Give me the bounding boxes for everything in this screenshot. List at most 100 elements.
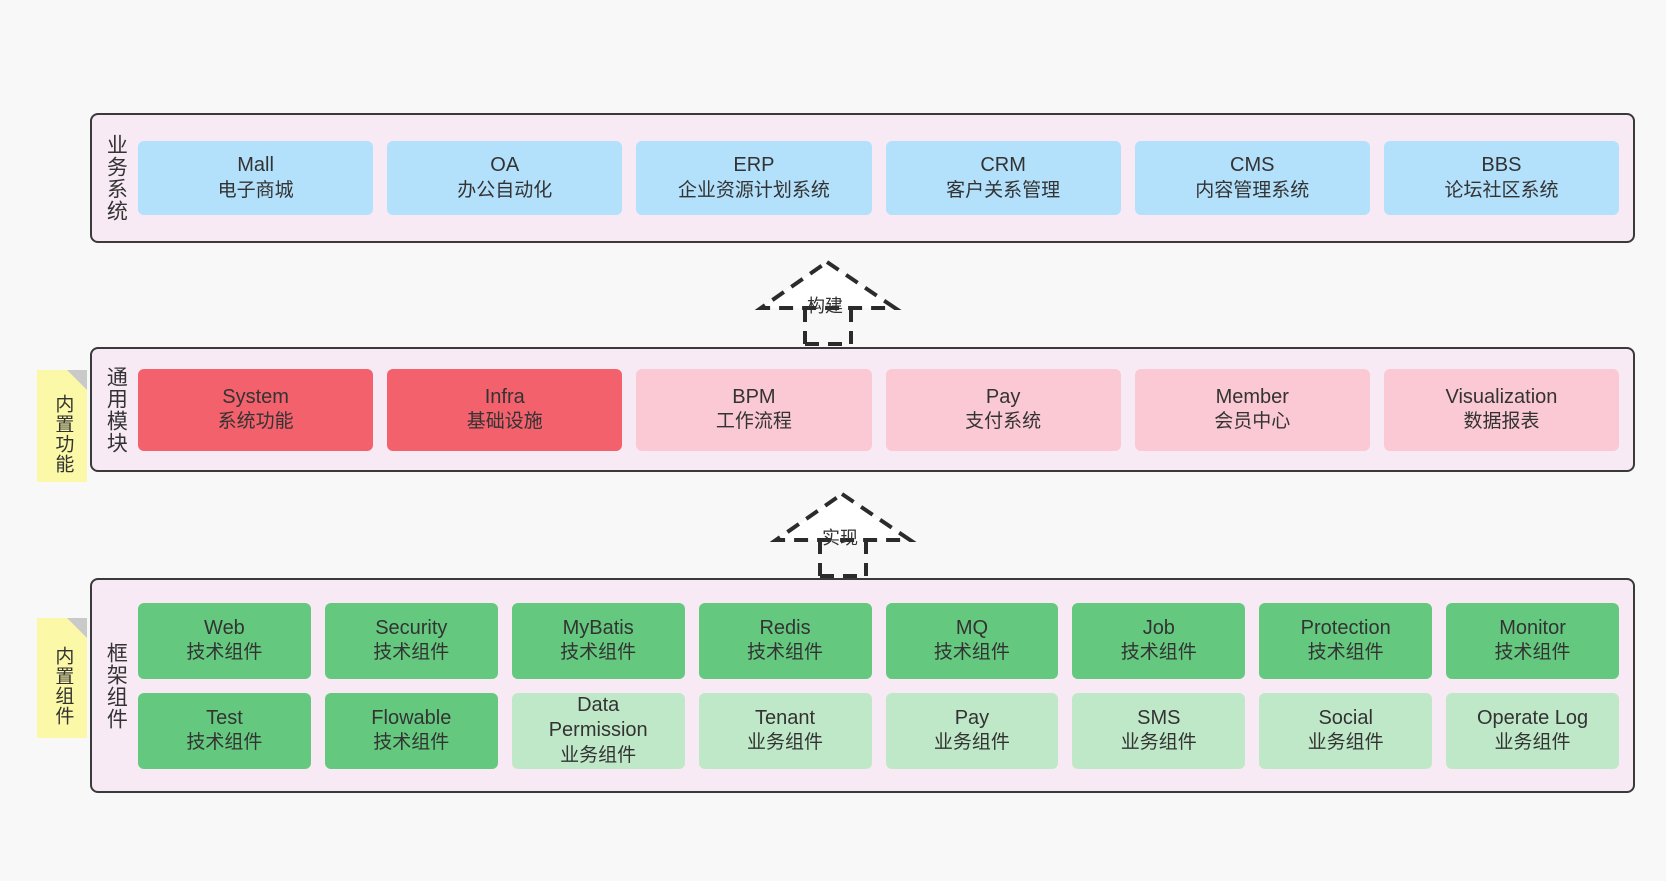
component-box-social[interactable]: Social 业务组件 — [1259, 692, 1433, 769]
component-box-test[interactable]: Test 技术组件 — [138, 692, 311, 769]
connector-build-arrow — [755, 259, 902, 346]
connector-implement: 实现 — [770, 490, 920, 578]
module-name: Visualization — [1445, 385, 1558, 408]
component-name: Pay — [954, 706, 990, 729]
component-name: MyBatis — [562, 616, 634, 639]
framework-row-technical: Web 技术组件 Security 技术组件 MyBatis 技术组件 Redi… — [138, 602, 1619, 679]
component-desc: 技术组件 — [373, 642, 450, 664]
module-name: System — [222, 385, 289, 408]
module-desc: 内容管理系统 — [1195, 179, 1310, 201]
module-desc: 论坛社区系统 — [1444, 179, 1559, 201]
module-box-visualization[interactable]: Visualization 数据报表 — [1383, 368, 1620, 451]
component-desc: 技术组件 — [1494, 642, 1571, 664]
layer-title-framework-components: 框架组件 — [104, 641, 128, 730]
module-box-oa[interactable]: OA 办公自动化 — [387, 141, 623, 215]
layer-title-common-modules: 通用模块 — [104, 365, 128, 454]
component-box-job[interactable]: Job 技术组件 — [1072, 602, 1246, 679]
layer-business-system: 业务系统 Mall 电子商城 OA 办公自动化 ERP 企业资源计划系统 CRM… — [90, 113, 1635, 243]
component-desc: 业务组件 — [747, 732, 824, 754]
component-desc: 业务组件 — [1494, 732, 1571, 754]
component-desc: 业务组件 — [933, 732, 1010, 754]
component-desc: 技术组件 — [933, 642, 1010, 664]
module-name: CRM — [980, 154, 1026, 177]
module-box-cms[interactable]: CMS 内容管理系统 — [1134, 141, 1370, 215]
module-desc: 工作流程 — [715, 411, 792, 433]
component-name: Protection — [1300, 616, 1391, 639]
component-desc: 技术组件 — [186, 732, 263, 754]
module-box-bpm[interactable]: BPM 工作流程 — [636, 368, 872, 451]
module-name: Mall — [237, 154, 274, 177]
note-builtin-component: 内置组件 — [37, 618, 87, 738]
module-box-pay[interactable]: Pay 支付系统 — [885, 368, 1121, 451]
component-box-tenant[interactable]: Tenant 业务组件 — [698, 692, 872, 769]
connector-build-label: 构建 — [807, 296, 843, 316]
component-box-protection[interactable]: Protection 技术组件 — [1259, 602, 1433, 679]
connector-implement-label: 实现 — [822, 528, 858, 548]
module-desc: 会员中心 — [1214, 411, 1291, 433]
component-box-flowable[interactable]: Flowable 技术组件 — [324, 692, 498, 769]
component-desc: 业务组件 — [1307, 732, 1384, 754]
component-name: Security — [375, 616, 448, 639]
component-desc: 业务组件 — [1120, 732, 1197, 754]
module-desc: 数据报表 — [1463, 411, 1540, 433]
module-box-system[interactable]: System 系统功能 — [138, 368, 374, 451]
note-fold-corner-icon — [67, 618, 87, 638]
module-desc: 基础设施 — [466, 411, 543, 433]
layer-framework-components: 框架组件 Web 技术组件 Security 技术组件 MyBatis 技术组件… — [90, 578, 1635, 793]
component-box-pay[interactable]: Pay 业务组件 — [885, 692, 1059, 769]
component-box-monitor[interactable]: Monitor 技术组件 — [1446, 602, 1619, 679]
module-box-crm[interactable]: CRM 客户关系管理 — [885, 141, 1121, 215]
component-desc: 技术组件 — [560, 642, 637, 664]
note-fold-corner-icon — [67, 370, 87, 390]
module-name: Member — [1215, 385, 1289, 408]
component-box-redis[interactable]: Redis 技术组件 — [698, 602, 872, 679]
module-name: OA — [490, 154, 520, 177]
module-desc: 企业资源计划系统 — [677, 179, 830, 201]
module-name: ERP — [733, 154, 775, 177]
module-box-infra[interactable]: Infra 基础设施 — [387, 368, 623, 451]
component-box-data-permission[interactable]: Data Permission 业务组件 — [511, 692, 685, 769]
component-box-operate-log[interactable]: Operate Log 业务组件 — [1446, 692, 1619, 769]
module-name: BBS — [1481, 154, 1522, 177]
component-name: Tenant — [755, 706, 816, 729]
component-box-security[interactable]: Security 技术组件 — [324, 602, 498, 679]
module-box-mall[interactable]: Mall 电子商城 — [138, 141, 374, 215]
connector-build: 构建 — [755, 258, 905, 346]
component-desc: 技术组件 — [1307, 642, 1384, 664]
layer-common-modules: 通用模块 System 系统功能 Infra 基础设施 BPM 工作流程 Pay… — [90, 347, 1635, 472]
connector-implement-arrow — [770, 491, 917, 578]
component-desc: 技术组件 — [1120, 642, 1197, 664]
module-desc: 办公自动化 — [457, 179, 553, 201]
component-name: Flowable — [371, 706, 452, 729]
module-desc: 系统功能 — [217, 411, 294, 433]
note-label: 内置功能 — [52, 394, 74, 474]
component-name: Social — [1318, 706, 1373, 729]
module-name: Infra — [484, 385, 525, 408]
layer-body-common-modules: System 系统功能 Infra 基础设施 BPM 工作流程 Pay 支付系统… — [138, 349, 1633, 470]
module-desc: 支付系统 — [965, 411, 1042, 433]
component-box-web[interactable]: Web 技术组件 — [138, 602, 311, 679]
component-name: Test — [206, 706, 243, 729]
component-name: Data — [577, 693, 620, 716]
component-name: Web — [204, 616, 245, 639]
component-box-mybatis[interactable]: MyBatis 技术组件 — [511, 602, 685, 679]
layer-body-business-system: Mall 电子商城 OA 办公自动化 ERP 企业资源计划系统 CRM 客户关系… — [138, 115, 1633, 241]
component-box-mq[interactable]: MQ 技术组件 — [885, 602, 1059, 679]
layer-title-business-system: 业务系统 — [104, 134, 128, 222]
component-name: MQ — [955, 616, 989, 639]
component-desc: 技术组件 — [373, 732, 450, 754]
module-box-bbs[interactable]: BBS 论坛社区系统 — [1383, 141, 1620, 215]
component-desc: 业务组件 — [560, 744, 637, 766]
module-name: Pay — [985, 385, 1021, 408]
module-box-member[interactable]: Member 会员中心 — [1134, 368, 1370, 451]
module-name: CMS — [1230, 154, 1275, 177]
layer-body-framework-components: Web 技术组件 Security 技术组件 MyBatis 技术组件 Redi… — [138, 580, 1633, 791]
component-desc: 技术组件 — [186, 642, 263, 664]
component-box-sms[interactable]: SMS 业务组件 — [1072, 692, 1246, 769]
note-builtin-function: 内置功能 — [37, 370, 87, 482]
module-box-erp[interactable]: ERP 企业资源计划系统 — [636, 141, 872, 215]
component-name: Redis — [759, 616, 811, 639]
component-desc: 技术组件 — [747, 642, 824, 664]
module-desc: 电子商城 — [217, 179, 294, 201]
